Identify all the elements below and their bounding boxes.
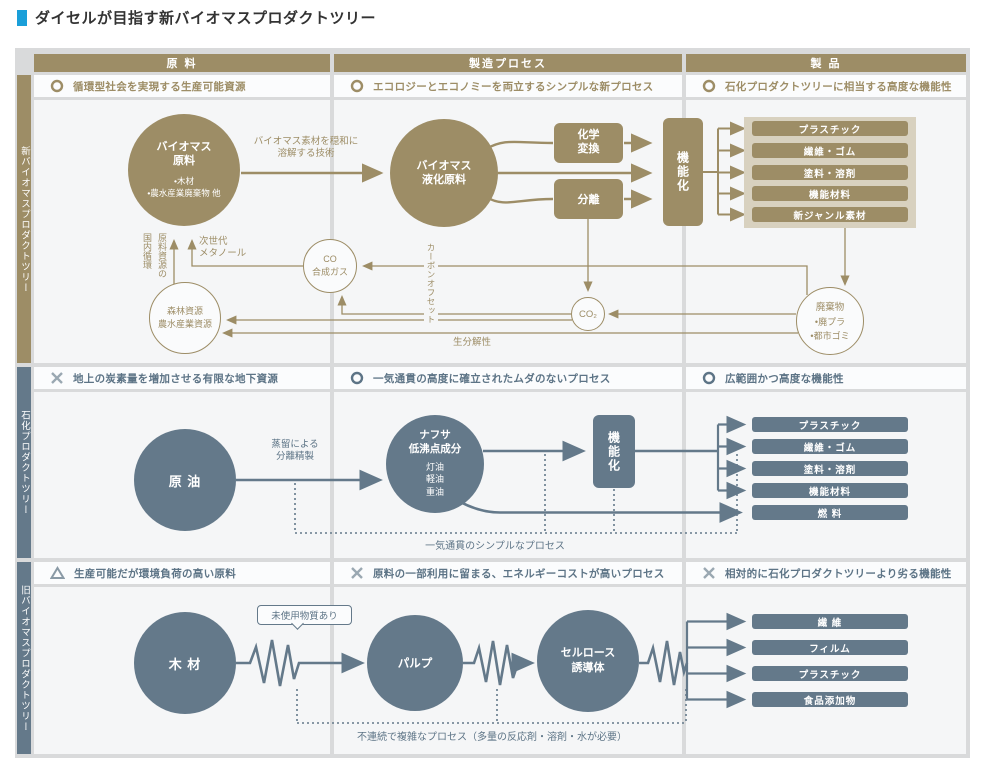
functionalization-box-petro: 機能化: [593, 415, 635, 488]
ring-icon: [702, 79, 716, 93]
waste-items: •廃プラ •都市ゴミ: [810, 317, 850, 341]
point-text: 原料の一部利用に留まる、エネルギーコストが高いプロセス: [373, 567, 665, 580]
product-box: プラスチック: [752, 417, 908, 432]
waste-circle: 廃棄物 •廃プラ •都市ゴミ: [796, 287, 864, 355]
biodegradable-label: 生分解性: [450, 337, 495, 350]
naphtha-title: ナフサ 低沸点成分: [408, 429, 462, 456]
product-box: 繊維・ゴム: [752, 143, 908, 158]
product-box: 機能材料: [752, 186, 908, 201]
point-new-process: エコロジーとエコノミーを両立するシンプルな新プロセス: [334, 75, 682, 97]
point-old-raw: 生産可能だが環境負荷の高い原料: [34, 562, 330, 584]
ring-icon: [702, 371, 716, 385]
cross-icon: [351, 567, 363, 579]
point-petro-raw: 地上の炭素量を増加させる有限な地下資源: [34, 367, 330, 389]
point-text: 循環型社会を実現する生産可能資源: [73, 80, 246, 93]
cross-icon: [51, 372, 63, 384]
point-text: 石化プロダクトツリーに相当する高度な機能性: [725, 80, 952, 93]
functionalization-box-new: 機能化: [663, 118, 703, 226]
point-petro-product: 広範囲かつ高度な機能性: [686, 367, 966, 389]
cross-icon: [703, 567, 715, 579]
biomass-raw-title: バイオマス 原料: [156, 140, 212, 168]
naphtha-circle: ナフサ 低沸点成分 灯油 軽油 重油: [386, 415, 484, 513]
point-text: 生産可能だが環境負荷の高い原料: [74, 567, 236, 580]
forest-resources-circle: 森林資源 農水産業資源: [149, 282, 221, 354]
cell-new-process: [334, 100, 682, 363]
triangle-icon: [50, 566, 65, 579]
ring-icon: [350, 79, 364, 93]
distillation-label: 蒸留による 分離精製: [271, 439, 319, 463]
page-title-row: ダイセルが目指す新バイオマスプロダクトツリー: [17, 7, 376, 28]
page-title: ダイセルが目指す新バイオマスプロダクトツリー: [35, 10, 377, 27]
carbon-offset-label: カーボンオフセット: [424, 241, 438, 326]
co-syngas-circle: CO 合成ガス: [303, 239, 357, 293]
product-box: 繊維・ゴム: [752, 439, 908, 454]
wood-circle: 木 材: [134, 612, 236, 714]
biomass-liquefied-circle: バイオマス 液化原料: [390, 119, 498, 227]
dissolve-tech-label: バイオマス素材を穏和に 溶解する技術: [253, 136, 359, 160]
row-label-petrochemical-tree: 石化プロダクトツリー: [17, 367, 31, 558]
product-box: 塗料・溶剤: [752, 461, 908, 476]
next-gen-methanol-label: 次世代 メタノール: [199, 236, 247, 260]
point-new-product: 石化プロダクトツリーに相当する高度な機能性: [686, 75, 966, 97]
column-header-product: 製 品: [686, 54, 966, 72]
ring-icon: [50, 79, 64, 93]
point-text: 相対的に石化プロダクトツリーより劣る機能性: [725, 567, 952, 580]
product-box: 塗料・溶剤: [752, 165, 908, 180]
point-text: 一気通貫の高度に確立されたムダのないプロセス: [373, 372, 611, 385]
product-box: 新ジャンル素材: [752, 207, 908, 222]
product-box: プラスチック: [752, 666, 908, 681]
separation-box: 分離: [554, 179, 623, 219]
domestic-cycle-label: 原料資源の 国内循環: [142, 233, 167, 278]
row-label-old-biomass-tree: 旧バイオマスプロダクトツリー: [17, 562, 31, 754]
product-box: フィルム: [752, 640, 908, 655]
complex-process-label: 不連続で複雑なプロセス（多量の反応剤・溶剤・水が必要）: [357, 732, 627, 743]
waste-title: 廃棄物: [815, 302, 845, 314]
chemical-conversion-box: 化学 変換: [554, 123, 623, 163]
point-text: エコロジーとエコノミーを両立するシンプルな新プロセス: [373, 80, 654, 93]
biomass-liquefied-title: バイオマス 液化原料: [416, 159, 472, 186]
crude-oil-circle: 原 油: [134, 429, 236, 531]
point-text: 地上の炭素量を増加させる有限な地下資源: [73, 372, 279, 385]
point-old-process: 原料の一部利用に留まる、エネルギーコストが高いプロセス: [334, 562, 682, 584]
column-header-raw-material: 原 料: [34, 54, 330, 72]
point-new-raw: 循環型社会を実現する生産可能資源: [34, 75, 330, 97]
co2-circle: CO₂: [571, 297, 605, 331]
biomass-raw-circle: バイオマス 原料 •木材 •農水産業廃棄物 他: [128, 114, 240, 226]
point-petro-process: 一気通貫の高度に確立されたムダのないプロセス: [334, 367, 682, 389]
unused-substance-callout: 未使用物質あり: [257, 605, 352, 625]
naphtha-items: 灯油 軽油 重油: [425, 461, 444, 497]
point-text: 広範囲かつ高度な機能性: [725, 372, 844, 385]
product-box: プラスチック: [752, 121, 908, 136]
title-marker-icon: [17, 9, 27, 26]
column-header-process: 製造プロセス: [334, 54, 682, 72]
pulp-circle: パルプ: [367, 615, 463, 711]
product-box: 機能材料: [752, 483, 908, 498]
point-old-product: 相対的に石化プロダクトツリーより劣る機能性: [686, 562, 966, 584]
biomass-raw-items: •木材 •農水産業廃棄物 他: [147, 175, 221, 199]
product-box: 食品添加物: [752, 692, 908, 707]
row-label-new-biomass-tree: 新バイオマスプロダクトツリー: [17, 75, 31, 363]
product-box: 繊 維: [752, 614, 908, 629]
ring-icon: [350, 371, 364, 385]
cellulose-derivative-circle: セルロース 誘導体: [537, 610, 639, 712]
product-box: 燃 料: [752, 505, 908, 520]
simple-process-label: 一気通貫のシンプルなプロセス: [425, 541, 565, 552]
